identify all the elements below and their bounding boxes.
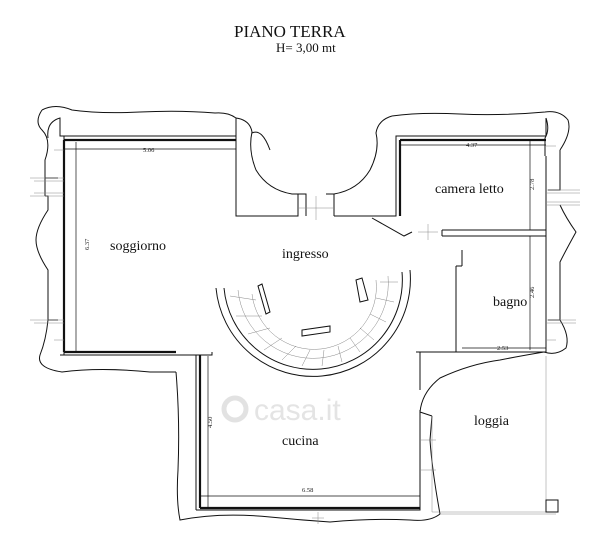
dim-soggiorno-height: 6.37	[84, 238, 91, 250]
dim-cucina-height: 4.50	[207, 417, 214, 428]
interior-walls	[30, 138, 580, 524]
room-label-loggia: loggia	[474, 414, 510, 429]
dim-camera-width: 4.37	[466, 142, 478, 149]
spiral-staircase	[215, 269, 411, 377]
watermark-logo: casa.it	[221, 394, 341, 427]
plan-title: PIANO TERRA	[234, 22, 346, 41]
dim-cucina-width: 6.58	[302, 487, 313, 494]
room-label-soggiorno: soggiorno	[110, 239, 166, 254]
room-label-bagno: bagno	[493, 295, 527, 310]
dim-soggiorno-width: 5.06	[143, 147, 155, 154]
dim-bagno-width: 2.53	[497, 345, 508, 352]
dim-bagno-height: 2.46	[529, 286, 536, 298]
plan-subtitle: H= 3,00 mt	[276, 40, 336, 55]
room-label-cucina: cucina	[282, 434, 319, 449]
outer-walls	[35, 106, 577, 523]
dimension-lines: 5.06 6.37 4.37 2.78 2.46 2.53 4.50 6.58	[63, 140, 546, 508]
room-label-ingresso: ingresso	[282, 247, 329, 262]
watermark-text: casa.it	[254, 394, 341, 427]
dim-camera-height: 2.78	[529, 179, 536, 190]
room-label-camera: camera letto	[435, 182, 504, 197]
